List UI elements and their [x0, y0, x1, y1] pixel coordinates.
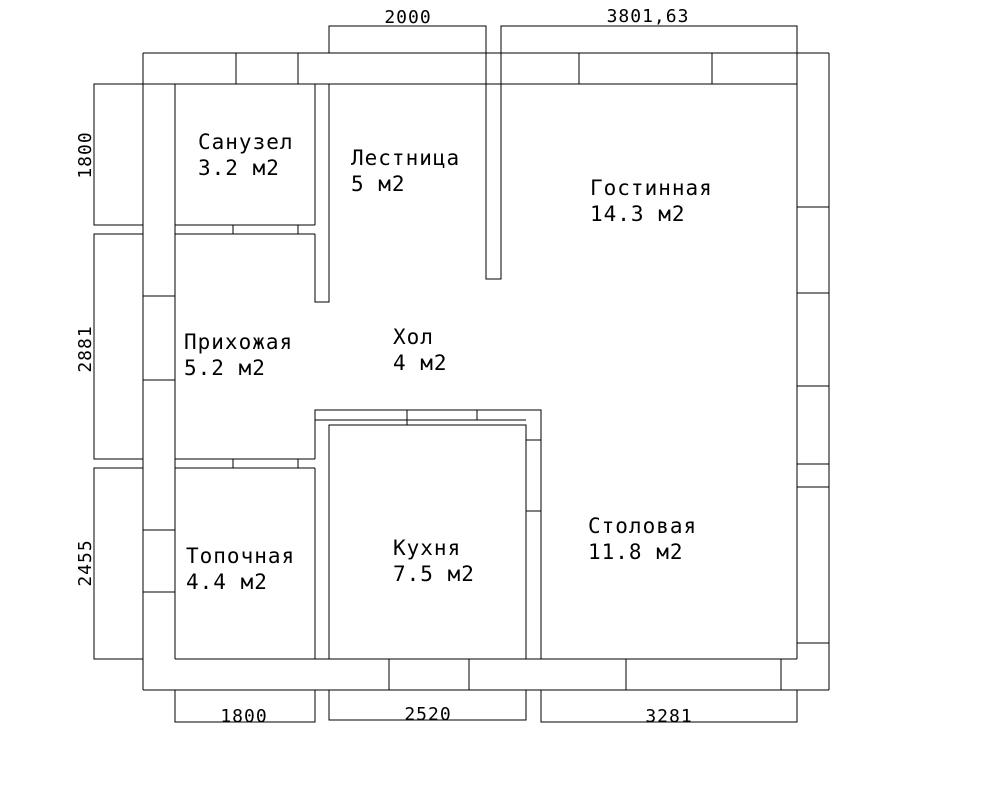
room-area-sanuzel: 3.2 м2 — [198, 156, 280, 180]
room-name-prikhozhaya: Прихожая — [184, 330, 293, 354]
dim-bottom-dining: 3281 — [645, 706, 692, 727]
room-name-topochnaya: Топочная — [186, 544, 295, 568]
room-name-khol: Хол — [393, 325, 434, 349]
room-name-stolovaya: Столовая — [588, 514, 697, 538]
room-labels: Санузел 3.2 м2 Лестница 5 м2 Гостинная 1… — [184, 130, 713, 594]
room-area-gostinnaya: 14.3 м2 — [590, 202, 686, 226]
room-area-lestnitsa: 5 м2 — [351, 172, 406, 196]
room-name-lestnitsa: Лестница — [351, 146, 460, 170]
room-area-kukhnya: 7.5 м2 — [393, 562, 475, 586]
dimension-frames — [93, 25, 798, 723]
outer-walls — [142, 52, 830, 691]
room-area-khol: 4 м2 — [393, 351, 448, 375]
dim-left-bathroom: 1800 — [75, 131, 96, 178]
window-segments — [143, 53, 829, 690]
dim-top-living: 3801,63 — [607, 6, 690, 27]
dimension-labels: 2000 3801,63 1800 2881 2455 1800 2520 32… — [75, 6, 692, 727]
dim-bottom-boiler: 1800 — [220, 706, 267, 727]
room-area-prikhozhaya: 5.2 м2 — [184, 356, 266, 380]
dim-top-stair: 2000 — [384, 7, 431, 28]
dim-bottom-kitchen: 2520 — [404, 704, 451, 725]
room-area-stolovaya: 11.8 м2 — [588, 540, 684, 564]
room-area-topochnaya: 4.4 м2 — [186, 570, 268, 594]
interior-walls — [175, 53, 542, 659]
dim-left-entry: 2881 — [75, 325, 96, 372]
room-name-gostinnaya: Гостинная — [590, 176, 713, 200]
room-name-sanuzel: Санузел — [198, 130, 294, 154]
dim-left-boiler: 2455 — [75, 539, 96, 586]
room-name-kukhnya: Кухня — [393, 536, 461, 560]
